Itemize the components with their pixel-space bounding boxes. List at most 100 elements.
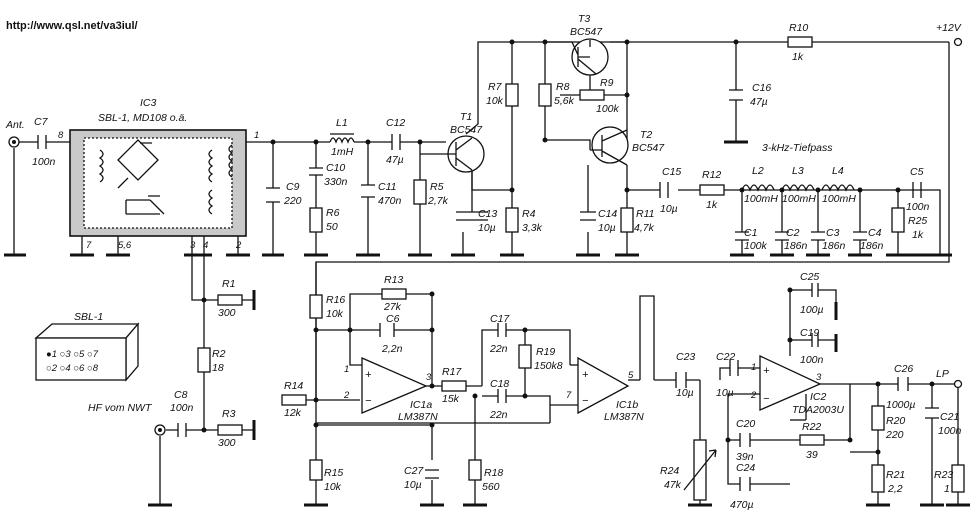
- op-amps: +− +− +−: [361, 354, 822, 415]
- svg-text:R11: R11: [636, 208, 654, 220]
- svg-text:1k: 1k: [706, 199, 718, 211]
- svg-text:T3: T3: [578, 13, 590, 25]
- svg-text:10µ: 10µ: [598, 222, 616, 234]
- svg-text:1: 1: [944, 483, 950, 495]
- svg-text:C16: C16: [752, 82, 771, 94]
- svg-text:470µ: 470µ: [730, 499, 754, 511]
- svg-text:50: 50: [326, 221, 338, 233]
- svg-text:R14: R14: [284, 380, 303, 392]
- svg-text:100mH: 100mH: [822, 193, 856, 205]
- svg-text:−: −: [365, 395, 372, 407]
- svg-text:39n: 39n: [736, 451, 754, 463]
- svg-text:C1: C1: [744, 227, 757, 239]
- svg-text:100n: 100n: [800, 354, 824, 366]
- svg-text:470n: 470n: [378, 195, 402, 207]
- svg-text:C8: C8: [174, 389, 188, 401]
- svg-text:LM387N: LM387N: [398, 411, 438, 423]
- svg-text:10k: 10k: [486, 95, 504, 107]
- svg-text:R22: R22: [802, 421, 821, 433]
- svg-text:R2: R2: [212, 348, 226, 360]
- svg-text:150k8: 150k8: [534, 360, 563, 372]
- labels: +12V Ant. LP HF vom NWT 3-kHz-Tiefpass I…: [5, 13, 962, 511]
- svg-text:C10: C10: [326, 162, 345, 174]
- svg-text:BC547: BC547: [632, 142, 665, 154]
- svg-text:R24: R24: [660, 465, 679, 477]
- svg-text:300: 300: [218, 307, 236, 319]
- ic3-block: [69, 129, 247, 237]
- svg-text:10µ: 10µ: [676, 387, 694, 399]
- svg-text:C15: C15: [662, 166, 681, 178]
- svg-text:39: 39: [806, 449, 818, 461]
- capacitor-plates: [37, 89, 939, 491]
- svg-text:BC547: BC547: [570, 26, 603, 38]
- svg-text:22n: 22n: [489, 409, 508, 421]
- svg-text:100n: 100n: [170, 402, 194, 414]
- svg-text:12k: 12k: [284, 407, 302, 419]
- svg-text:+: +: [365, 369, 372, 381]
- svg-text:100mH: 100mH: [782, 193, 816, 205]
- svg-text:T1: T1: [460, 111, 472, 123]
- svg-text:C5: C5: [910, 166, 924, 178]
- svg-text:47µ: 47µ: [386, 154, 404, 166]
- svg-text:C12: C12: [386, 117, 405, 129]
- svg-text:TDA2003U: TDA2003U: [792, 404, 844, 416]
- svg-text:4: 4: [203, 240, 208, 251]
- svg-text:10k: 10k: [324, 481, 342, 493]
- svg-text:3: 3: [426, 372, 432, 383]
- svg-text:−: −: [582, 395, 589, 407]
- svg-text:330n: 330n: [324, 176, 348, 188]
- svg-text:C9: C9: [286, 181, 300, 193]
- resistor-bodies: [197, 36, 965, 501]
- svg-text:5: 5: [628, 370, 634, 381]
- svg-text:L3: L3: [792, 165, 804, 177]
- svg-text:R19: R19: [536, 346, 555, 358]
- svg-text:LM387N: LM387N: [604, 411, 644, 423]
- svg-text:2,2: 2,2: [887, 483, 903, 495]
- svg-text:2: 2: [750, 390, 757, 401]
- svg-text:10k: 10k: [326, 308, 344, 320]
- svg-text:4,7k: 4,7k: [634, 222, 655, 234]
- svg-text:5,6k: 5,6k: [554, 95, 575, 107]
- svg-text:R20: R20: [886, 415, 905, 427]
- svg-text:47µ: 47µ: [750, 96, 768, 108]
- svg-text:T2: T2: [640, 129, 652, 141]
- svg-text:100n: 100n: [938, 425, 962, 437]
- svg-text:C7: C7: [34, 116, 49, 128]
- svg-text:C2: C2: [786, 227, 800, 239]
- svg-text:R16: R16: [326, 294, 345, 306]
- svg-text:10µ: 10µ: [478, 222, 496, 234]
- svg-text:R7: R7: [488, 81, 503, 93]
- svg-text:R3: R3: [222, 408, 236, 420]
- svg-text:L1: L1: [336, 117, 348, 129]
- svg-text:1: 1: [344, 364, 349, 375]
- svg-text:R10: R10: [789, 22, 808, 34]
- svg-text:R21: R21: [886, 469, 905, 481]
- svg-text:1: 1: [254, 130, 259, 141]
- svg-text:IC1a: IC1a: [410, 399, 432, 411]
- svg-text:R15: R15: [324, 467, 343, 479]
- svg-text:5,6: 5,6: [118, 240, 132, 251]
- svg-text:100mH: 100mH: [744, 193, 778, 205]
- svg-text:C25: C25: [800, 271, 819, 283]
- svg-text:10µ: 10µ: [660, 203, 678, 215]
- svg-text:C13: C13: [478, 208, 497, 220]
- svg-text:2,2n: 2,2n: [381, 343, 403, 355]
- svg-text:C11: C11: [378, 181, 396, 193]
- svg-text:2: 2: [235, 240, 242, 251]
- svg-text:L4: L4: [832, 165, 844, 177]
- filter-label: 3-kHz-Tiefpass: [762, 142, 833, 154]
- svg-text:C24: C24: [736, 462, 755, 474]
- svg-text:22n: 22n: [489, 343, 508, 355]
- svg-text:2,7k: 2,7k: [427, 195, 449, 207]
- inductor-coils: [329, 133, 855, 192]
- svg-text:186n: 186n: [822, 240, 846, 252]
- output-label: LP: [936, 368, 949, 380]
- ic3-type: SBL-1, MD108 o.ä.: [98, 112, 187, 124]
- svg-text:+: +: [582, 369, 589, 381]
- svg-text:IC2: IC2: [810, 391, 827, 403]
- ground-symbols: [4, 140, 970, 507]
- input-label: HF vom NWT: [88, 402, 153, 414]
- svg-text:−: −: [763, 393, 770, 405]
- svg-text:R12: R12: [702, 169, 721, 181]
- svg-text:18: 18: [212, 362, 224, 374]
